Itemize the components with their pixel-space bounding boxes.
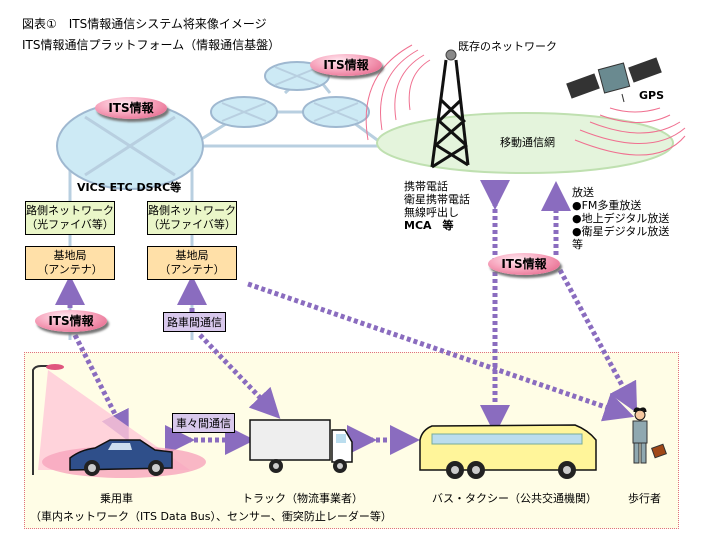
in-vehicle-note: （車内ネットワーク（ITS Data Bus）、センサー、衝突防止レーダー等） [30, 510, 392, 523]
transmission-tower-icon [430, 49, 470, 169]
broadcast-item: ●FM多重放送 [572, 199, 642, 212]
mobile-service-item: 衛星携帯電話 [404, 193, 470, 206]
road-vehicle-comm-label: 路車間通信 [163, 312, 226, 332]
roadside-network-box: 路側ネットワーク （光ファイバ等） [25, 201, 115, 235]
box-line: （光ファイバ等） [26, 218, 114, 231]
box-line: 基地局 [53, 249, 87, 262]
roadside-network-box: 路側ネットワーク （光ファイバ等） [147, 201, 237, 235]
car-label: 乗用車 [100, 492, 133, 505]
mobile-service-item: 無線呼出し [404, 206, 459, 219]
figure-title: 図表① ITS情報通信システム将来像イメージ [22, 17, 267, 31]
satellite-waves [574, 107, 686, 156]
broadcast-item: ●衛星デジタル放送 [572, 225, 670, 238]
road-systems-label: VICS ETC DSRC等 [77, 181, 182, 194]
broadcast-suffix: 等 [572, 238, 583, 251]
mobile-service-item: MCA 等 [404, 219, 454, 232]
car-icon [69, 439, 173, 476]
base-station-box: 基地局 （アンテナ） [25, 246, 115, 280]
its-info-badge: ITS情報 [488, 253, 560, 275]
mobile-services-list: 携帯電話 衛星携帯電話 無線呼出し MCA 等 [404, 180, 470, 232]
base-station-box: 基地局 （アンテナ） [147, 246, 237, 280]
mobile-network-label: 移動通信網 [500, 136, 555, 149]
cloud-right [302, 96, 370, 128]
mobile-service-item: 携帯電話 [404, 180, 448, 193]
platform-title: ITS情報通信プラットフォーム（情報通信基盤） [22, 38, 281, 52]
mobile-network-ellipse [376, 112, 674, 174]
cloud-left [210, 96, 278, 128]
box-line: （光ファイバ等） [148, 218, 236, 231]
its-info-badge: ITS情報 [310, 54, 382, 76]
its-info-badge: ITS情報 [35, 310, 107, 332]
communication-arrows [55, 180, 638, 455]
broadcast-list: 放送 ●FM多重放送 ●地上デジタル放送 ●衛星デジタル放送 等 [572, 186, 669, 251]
box-line: 路側ネットワーク [26, 204, 114, 217]
pedestrian-label: 歩行者 [628, 492, 661, 505]
existing-network-label: 既存のネットワーク [458, 40, 557, 53]
truck-label: トラック（物流事業者） [242, 492, 363, 505]
broadcast-item: ●地上デジタル放送 [572, 212, 670, 225]
bus-icon [419, 424, 597, 479]
its-info-badge: ITS情報 [95, 97, 167, 119]
gps-label: GPS [639, 89, 665, 102]
box-line: 路側ネットワーク [148, 204, 236, 217]
broadcast-title: 放送 [572, 186, 594, 199]
box-line: （アンテナ） [37, 263, 103, 276]
truck-icon [249, 419, 353, 473]
box-line: （アンテナ） [159, 263, 225, 276]
pedestrian-icon [632, 407, 667, 464]
bus-label: バス・タクシー（公共交通機関） [432, 492, 597, 505]
v2v-comm-label: 車々間通信 [172, 413, 235, 433]
tower-waves [365, 44, 431, 141]
gps-satellite-icon [566, 57, 662, 103]
box-line: 基地局 [175, 249, 209, 262]
